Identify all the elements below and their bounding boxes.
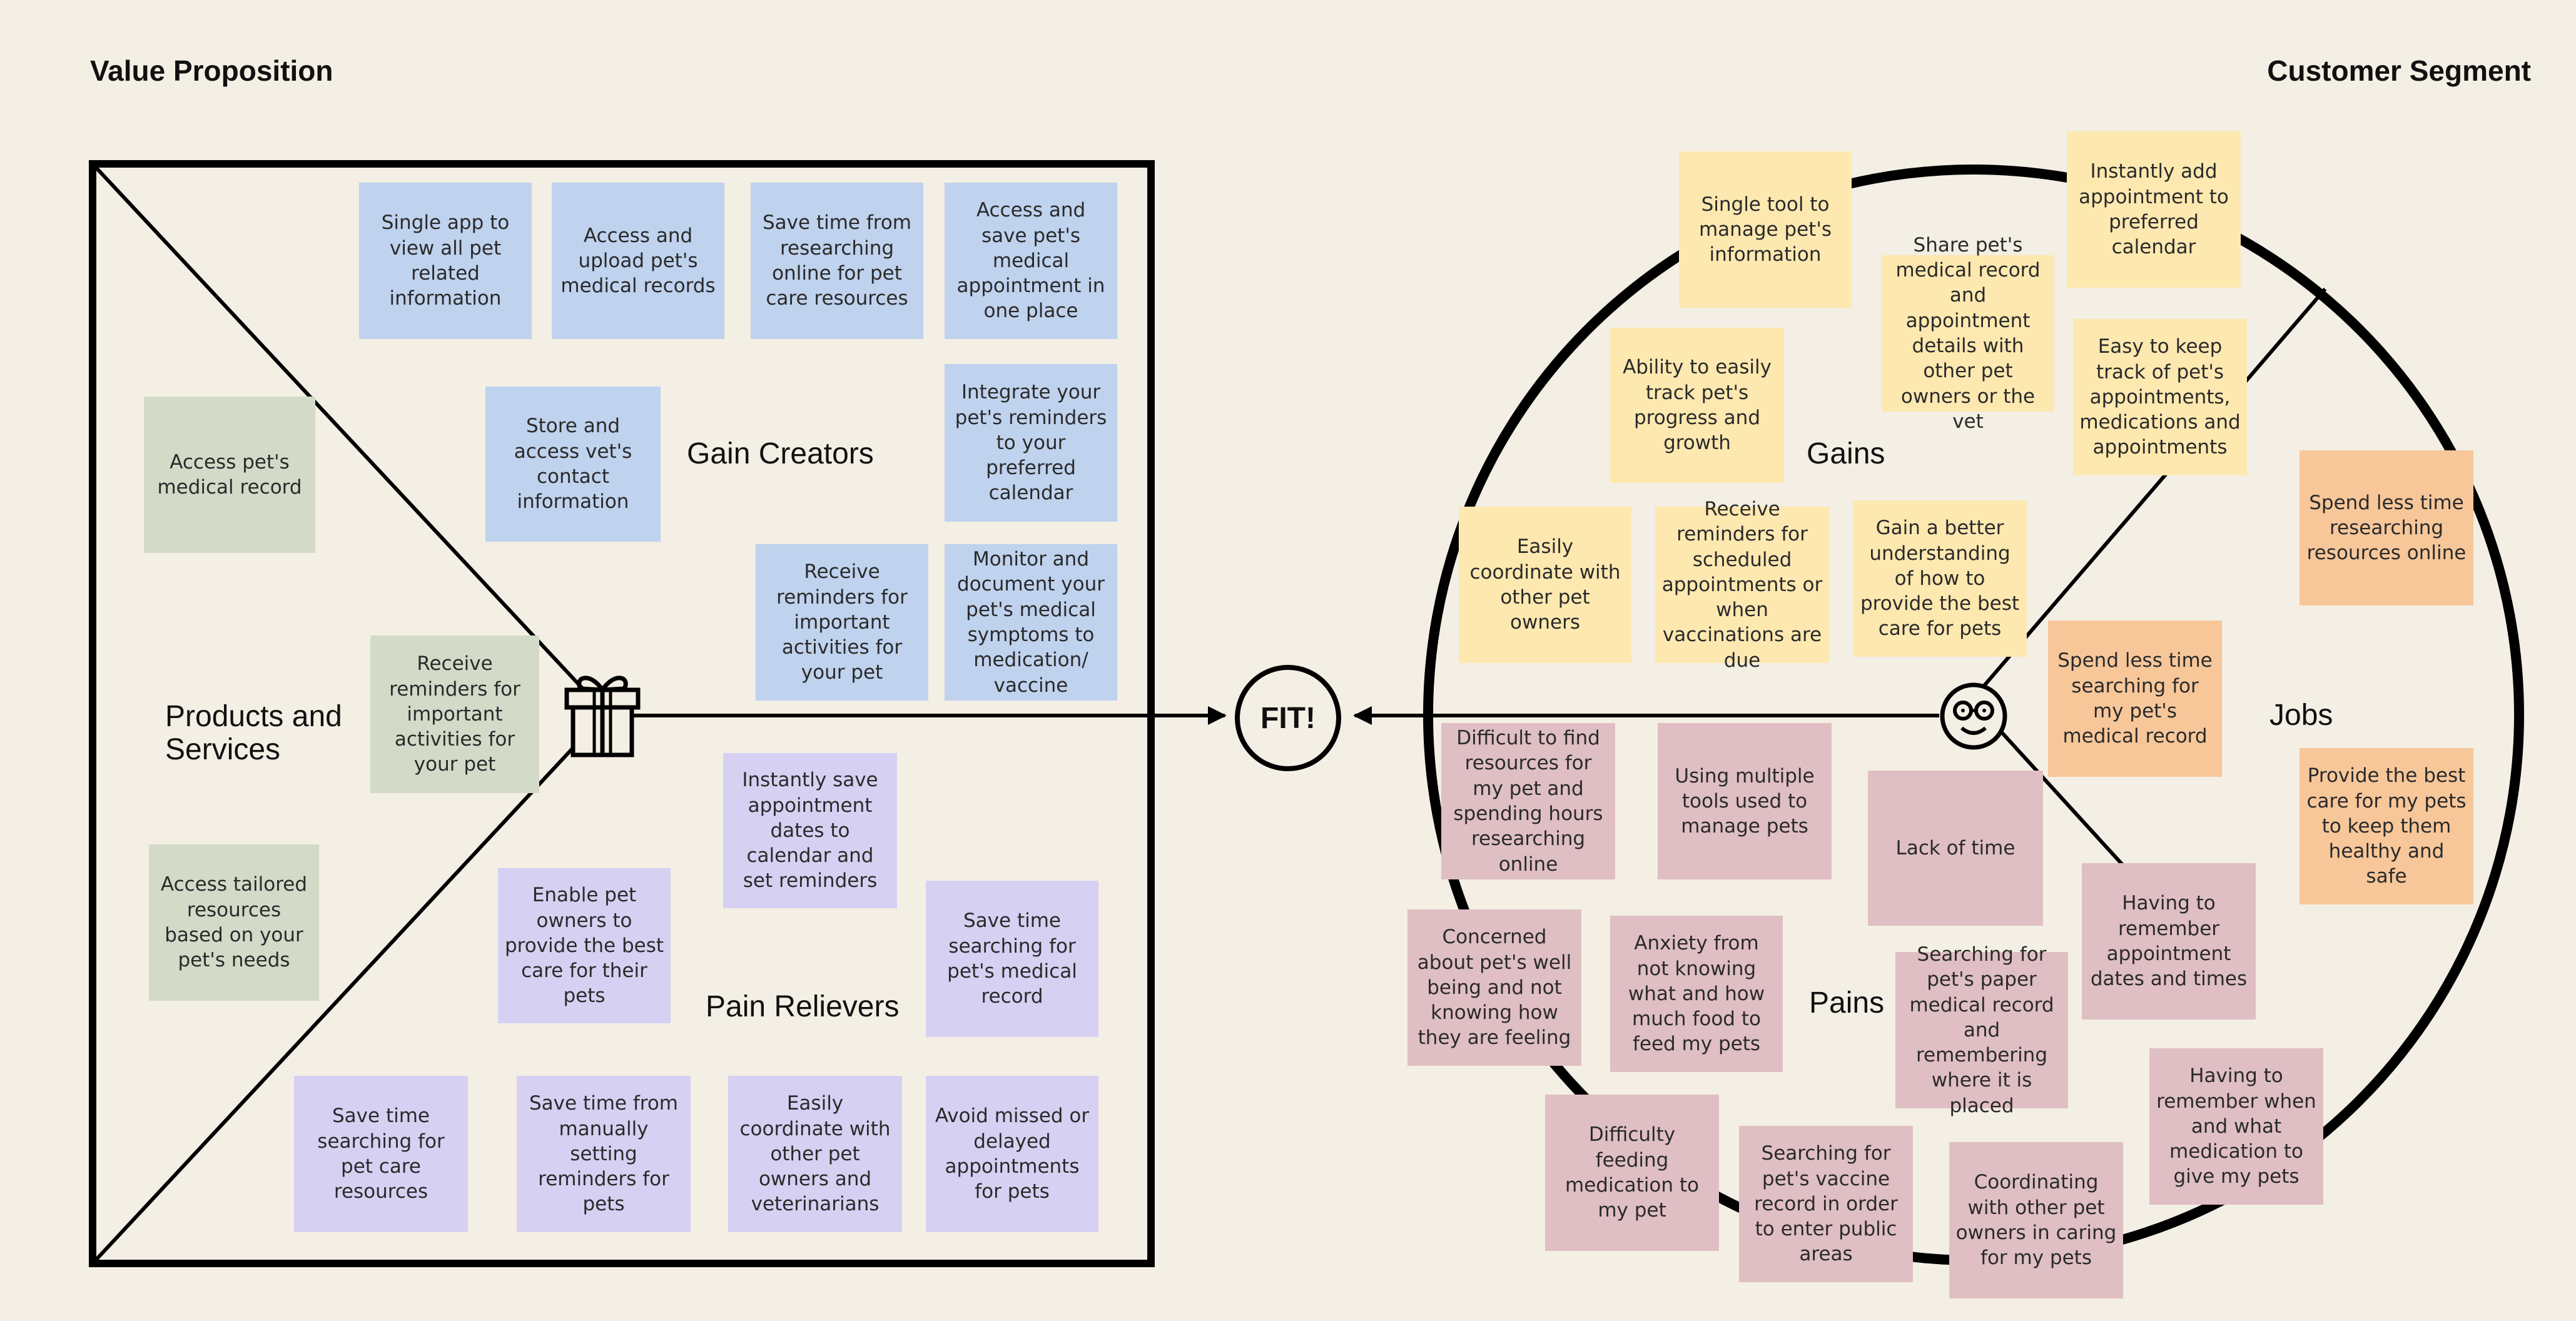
job-note[interactable]: Spend less time searching for my pet's m… [2048,620,2222,777]
value-map-diagonal-upper [91,162,607,715]
gain-creators-label: Gain Creators [687,437,874,470]
gain-creator-note[interactable]: Monitor and document your pet's medical … [945,544,1117,701]
pain-reliever-note[interactable]: Enable pet owners to provide the best ca… [498,868,671,1023]
gain-creator-note[interactable]: Save time from researching online for pe… [751,183,923,339]
fit-badge: FIT! [1235,665,1341,771]
gain-note[interactable]: Single tool to manage pet's information [1679,151,1852,308]
pain-note[interactable]: Having to remember when and what medicat… [2149,1048,2323,1205]
job-note[interactable]: Provide the best care for my pets to kee… [2300,748,2473,904]
gains-label: Gains [1807,437,1885,470]
pain-note[interactable]: Searching for pet's paper medical record… [1895,943,2068,1117]
gain-note[interactable]: Receive reminders for scheduled appointm… [1655,498,1829,672]
customer-segment-title: Customer Segment [2267,54,2531,87]
gain-creator-note[interactable]: Integrate your pet's reminders to your p… [945,364,1117,522]
gain-note[interactable]: Instantly add appointment to preferred c… [2067,131,2241,288]
pain-note[interactable]: Difficulty feeding medication to my pet [1545,1095,1719,1251]
value-map-diagonal-lower [91,711,607,1265]
pain-note[interactable]: Having to remember appointment dates and… [2082,863,2256,1020]
gain-creator-note[interactable]: Access and save pet's medical appointmen… [945,183,1117,339]
pain-reliever-note[interactable]: Save time searching for pet's medical re… [926,881,1098,1037]
gain-note[interactable]: Easily coordinate with other pet owners [1459,507,1631,663]
pain-note[interactable]: Coordinating with other pet owners in ca… [1949,1142,2123,1298]
gain-note[interactable]: Gain a better understanding of how to pr… [1853,500,2027,657]
pains-label: Pains [1809,986,1885,1020]
customer-face-icon [1939,682,2008,754]
products-services-label: Products and Services [165,700,342,766]
gain-note[interactable]: Share pet's medical record and appointme… [1882,234,2054,433]
fit-label: FIT! [1260,701,1316,735]
pain-reliever-note[interactable]: Avoid missed or delayed appointments for… [926,1076,1098,1232]
pain-reliever-note[interactable]: Instantly save appointment dates to cale… [723,753,897,908]
gain-creator-note[interactable]: Receive reminders for important activiti… [756,544,928,701]
pain-reliever-note[interactable]: Easily coordinate with other pet owners … [728,1076,902,1232]
profile-divider-gains-jobs [1975,288,2327,696]
jobs-label: Jobs [2269,699,2333,732]
pain-note[interactable]: Searching for pet's vaccine record in or… [1739,1126,1913,1282]
product-service-note[interactable]: Access pet's medical record [144,397,315,553]
pain-note[interactable]: Anxiety from not knowing what and how mu… [1610,916,1783,1072]
pain-relievers-label: Pain Relievers [706,990,900,1023]
gain-creator-note[interactable]: Store and access vet's contact informati… [485,387,661,542]
pain-note[interactable]: Lack of time [1868,771,2043,926]
job-note[interactable]: Spend less time researching resources on… [2300,450,2473,605]
gain-note[interactable]: Ability to easily track pet's progress a… [1610,328,1784,483]
gain-creator-note[interactable]: Access and upload pet's medical records [552,183,724,339]
gift-icon [562,671,643,762]
pain-reliever-note[interactable]: Save time searching for pet care resourc… [294,1076,468,1232]
pain-reliever-note[interactable]: Save time from manually setting reminder… [517,1076,691,1232]
gain-note[interactable]: Easy to keep track of pet's appointments… [2073,319,2247,475]
pain-note[interactable]: Difficult to find resources for my pet a… [1441,723,1615,879]
pain-note[interactable]: Using multiple tools used to manage pets [1658,723,1832,879]
gain-creator-note[interactable]: Single app to view all pet related infor… [359,183,532,339]
product-service-note[interactable]: Access tailored resources based on your … [149,844,319,1001]
pain-note[interactable]: Concerned about pet's well being and not… [1407,909,1581,1066]
value-proposition-title: Value Proposition [90,54,333,87]
product-service-note[interactable]: Receive reminders for important activiti… [370,635,539,793]
